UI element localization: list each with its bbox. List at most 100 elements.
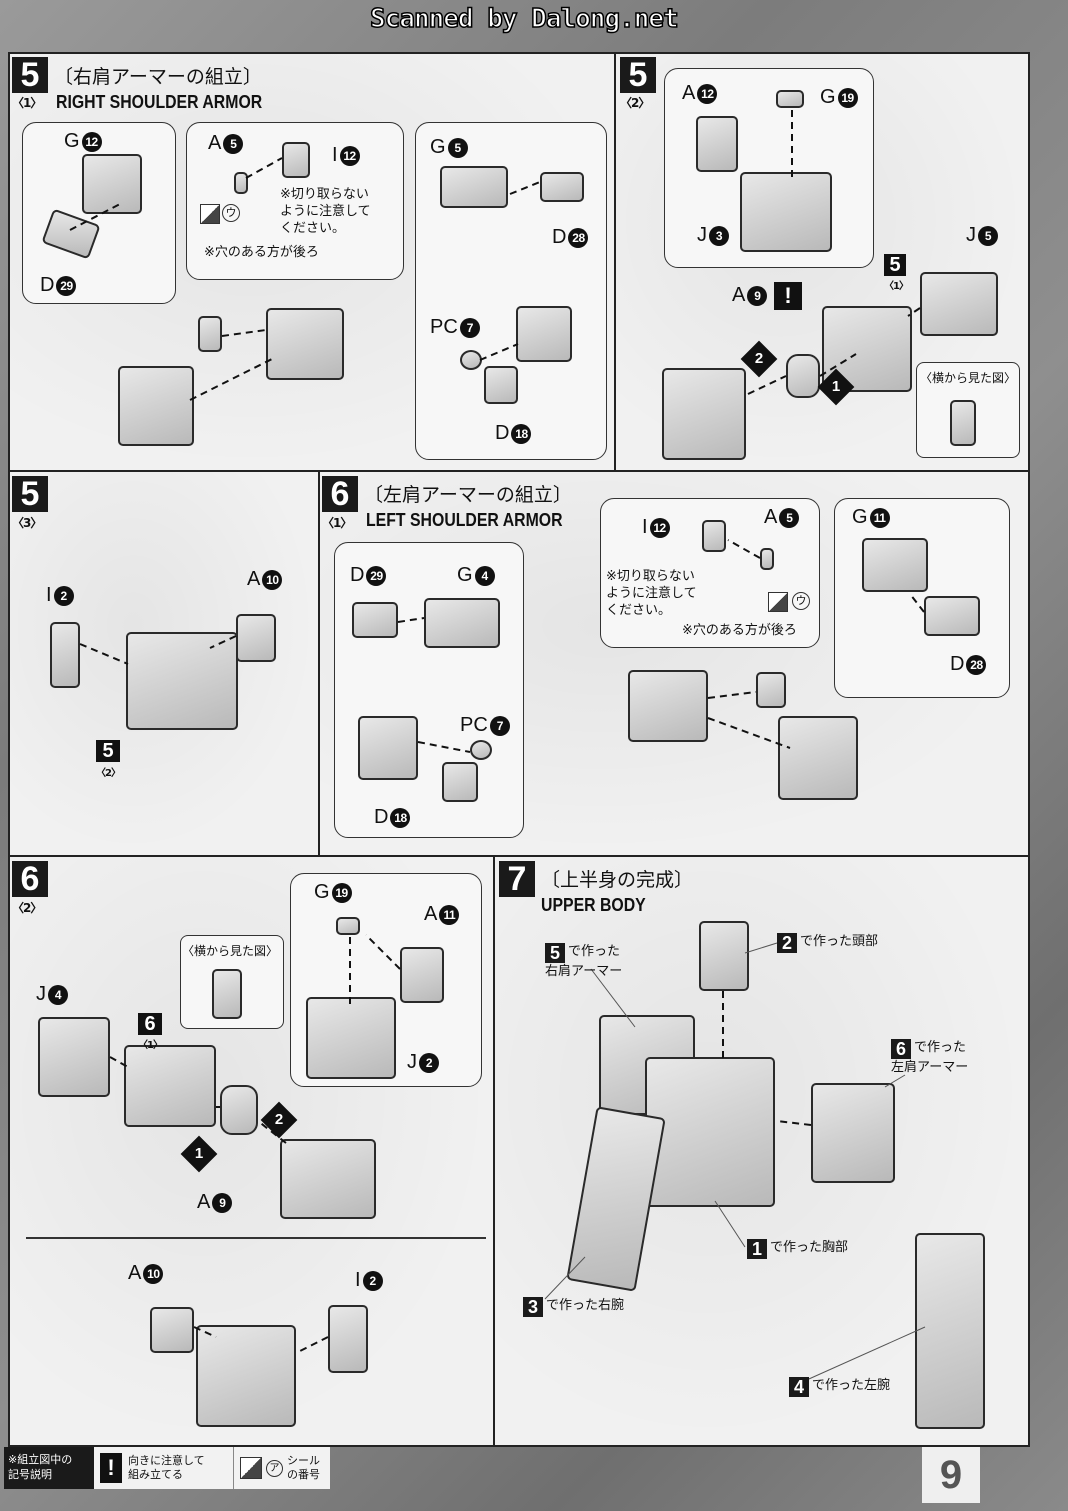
part-illustration bbox=[198, 316, 222, 352]
step-number: 5 bbox=[12, 57, 48, 93]
part-illustration bbox=[460, 350, 482, 370]
part-illustration bbox=[82, 154, 142, 214]
order-mark-1: 1 bbox=[817, 368, 855, 406]
substep-number: 〈1〉 bbox=[12, 96, 42, 110]
step-number: 5 bbox=[12, 476, 48, 512]
part-illustration bbox=[196, 1325, 296, 1427]
part-illustration bbox=[702, 520, 726, 552]
part-illustration bbox=[950, 400, 976, 446]
legend-title: ※組立図中の 記号説明 bbox=[4, 1447, 94, 1489]
part-illustration bbox=[306, 997, 396, 1079]
order-mark-1: 1 bbox=[180, 1135, 218, 1173]
step-number: 5 bbox=[620, 57, 656, 93]
part-illustration bbox=[236, 614, 276, 662]
title-jp: 〔左肩アーマーの組立〕 bbox=[364, 484, 572, 506]
part-illustration bbox=[126, 632, 238, 730]
order-mark-2: 2 bbox=[260, 1101, 298, 1139]
caution-icon: ! bbox=[100, 1453, 122, 1483]
part-illustration bbox=[118, 366, 194, 446]
order-mark-2: 2 bbox=[740, 340, 778, 378]
right-arm-illustration bbox=[566, 1106, 666, 1292]
chest-illustration bbox=[645, 1057, 775, 1207]
legend-caution: ! 向きに注意して 組み立てる bbox=[94, 1447, 234, 1489]
sticker-icon bbox=[768, 592, 788, 612]
part-illustration bbox=[442, 762, 478, 802]
ref-step-badge: 5 bbox=[884, 254, 906, 276]
part-illustration bbox=[696, 116, 738, 172]
divider bbox=[26, 1237, 486, 1239]
part-illustration bbox=[150, 1307, 194, 1353]
part-illustration bbox=[424, 598, 500, 648]
part-illustration bbox=[266, 308, 344, 380]
step-5-1-panel: 5 〈1〉 〔右肩アーマーの組立〕 RIGHT SHOULDER ARMOR G… bbox=[8, 52, 616, 472]
part-illustration bbox=[862, 538, 928, 592]
part-illustration bbox=[776, 90, 804, 108]
part-illustration bbox=[760, 548, 774, 570]
part-illustration bbox=[280, 1139, 376, 1219]
part-illustration bbox=[212, 969, 242, 1019]
caution-icon: ! bbox=[774, 282, 802, 310]
step-number: 7 bbox=[499, 861, 535, 897]
ref-step-badge: 5 bbox=[96, 740, 120, 762]
note-cut: ※切り取らない ように注意して ください。 bbox=[606, 569, 697, 618]
side-view-label: 〈横から見た図〉 bbox=[920, 371, 1017, 385]
legend-sticker: ア シール の番号 bbox=[234, 1447, 330, 1489]
part-illustration bbox=[756, 672, 786, 708]
title-en: LEFT SHOULDER ARMOR bbox=[366, 510, 563, 530]
part-illustration bbox=[38, 1017, 110, 1097]
ref-substep: 〈2〉 bbox=[96, 768, 121, 779]
sticker-icon bbox=[200, 204, 220, 224]
caution-text: 向きに注意して 組み立てる bbox=[128, 1454, 205, 1481]
substep-number: 〈2〉 bbox=[12, 901, 42, 915]
part-illustration bbox=[352, 602, 398, 638]
part-illustration bbox=[484, 366, 518, 404]
substep-number: 〈3〉 bbox=[12, 516, 42, 530]
title-en: RIGHT SHOULDER ARMOR bbox=[56, 92, 263, 112]
sticker-text: シール の番号 bbox=[287, 1454, 320, 1481]
part-illustration bbox=[328, 1305, 368, 1373]
part-illustration bbox=[662, 368, 746, 460]
page-number: 9 bbox=[922, 1447, 980, 1503]
step-number: 6 bbox=[322, 476, 358, 512]
part-illustration bbox=[234, 172, 248, 194]
part-illustration bbox=[540, 172, 584, 202]
part-illustration bbox=[740, 172, 832, 252]
title-jp: 〔右肩アーマーの組立〕 bbox=[54, 66, 262, 88]
part-illustration bbox=[822, 306, 912, 392]
note-cut: ※切り取らない ように注意して ください。 bbox=[280, 187, 371, 236]
symbol-legend: ※組立図中の 記号説明 ! 向きに注意して 組み立てる ア シール の番号 bbox=[4, 1447, 330, 1489]
part-illustration bbox=[400, 947, 444, 1003]
